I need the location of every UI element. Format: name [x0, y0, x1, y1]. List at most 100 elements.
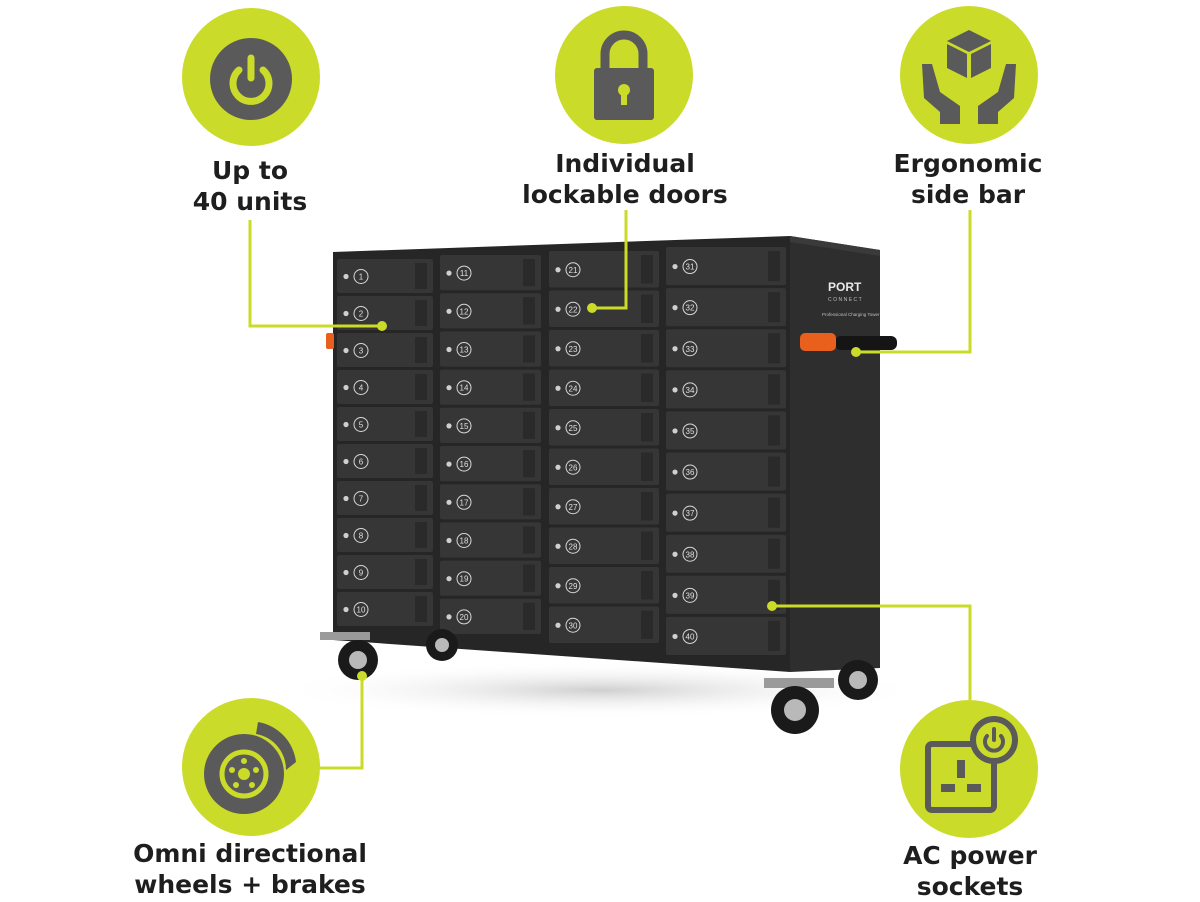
- bay-number-ring: [682, 587, 698, 603]
- brand-tagline: Professional Charging Tower: [822, 312, 880, 317]
- locker-door: [666, 329, 786, 368]
- power-socket-icon: [925, 716, 1018, 813]
- doors-feature-label: Individual lockable doors: [522, 149, 728, 209]
- door-vent: [641, 255, 653, 284]
- locker-door: [440, 560, 541, 596]
- bay-number-ring: [353, 602, 369, 617]
- door-lock-icon: [672, 510, 678, 516]
- bay-number: 31: [686, 263, 695, 272]
- door-vent: [768, 497, 780, 528]
- bay-number-ring: [565, 341, 581, 357]
- locker-door: [440, 522, 541, 558]
- door-lock-icon: [672, 633, 678, 640]
- bay-number: 8: [359, 532, 364, 541]
- bay-number-ring: [565, 420, 581, 436]
- locker-door: [440, 369, 541, 405]
- door-lock-icon: [343, 532, 349, 539]
- door-lock-icon: [343, 495, 349, 502]
- bay-number: 17: [460, 498, 469, 507]
- bay-number: 18: [460, 537, 469, 546]
- bay-number-ring: [456, 609, 472, 625]
- door-vent: [415, 411, 427, 437]
- sidebar-feature-label: Ergonomic side bar: [893, 149, 1043, 209]
- bay-number-ring: [456, 303, 472, 319]
- door-lock-icon: [672, 551, 678, 557]
- bay-number: 32: [686, 304, 695, 313]
- door-lock-icon: [343, 384, 349, 391]
- locker-door: [440, 407, 541, 443]
- bay-number: 16: [460, 460, 469, 469]
- bay-number: 38: [686, 550, 695, 559]
- door-vent: [768, 374, 780, 405]
- door-vent: [768, 620, 780, 651]
- door-lock-icon: [446, 461, 452, 467]
- power-icon: [210, 38, 292, 120]
- door-vent: [415, 300, 427, 326]
- bay-number: 34: [686, 386, 695, 395]
- bay-number-ring: [456, 265, 472, 281]
- locker-door: [440, 331, 541, 367]
- door-lock-icon: [446, 423, 452, 429]
- bay-number-ring: [565, 499, 581, 515]
- power-feature-badge: [900, 700, 1038, 838]
- bay-number: 1: [359, 273, 364, 282]
- locker-door: [666, 247, 786, 286]
- locker-door: [666, 452, 786, 491]
- door-lock-icon: [555, 425, 561, 431]
- bay-number: 27: [569, 503, 578, 512]
- door-vent: [523, 488, 535, 516]
- locker-door: [549, 330, 659, 367]
- locker-door: [666, 493, 786, 532]
- locker-door: [337, 370, 433, 404]
- door-lock-icon: [343, 273, 349, 280]
- locker-door: [549, 488, 659, 525]
- locker-door: [549, 527, 659, 564]
- locker-door: [549, 409, 659, 446]
- door-lock-icon: [343, 606, 349, 613]
- units-feature-label: Up to 40 units: [192, 156, 308, 216]
- wheels-feature-badge: [182, 698, 320, 836]
- power-feature-label: AC power sockets: [903, 841, 1037, 901]
- bay-number: 14: [460, 384, 469, 393]
- locker-door: [440, 293, 541, 329]
- bay-number: 5: [359, 421, 364, 430]
- brand-subtitle: CONNECT: [828, 297, 863, 303]
- locker-door: [549, 448, 659, 485]
- locker-door: [666, 534, 786, 573]
- door-lock-icon: [343, 569, 349, 576]
- locker-door: [666, 288, 786, 327]
- bay-number: 3: [359, 347, 364, 356]
- door-lock-icon: [672, 305, 678, 311]
- bay-number-ring: [682, 546, 698, 562]
- padlock-icon: [594, 30, 654, 120]
- locker-door: [337, 444, 433, 478]
- bay-number-ring: [565, 301, 581, 317]
- units-feature-badge: [182, 8, 320, 146]
- door-lock-icon: [446, 499, 452, 505]
- bay-number: 28: [569, 542, 578, 551]
- door-vent: [641, 413, 653, 442]
- door-vent: [768, 456, 780, 487]
- bay-number-ring: [456, 494, 472, 510]
- door-vent: [641, 571, 653, 600]
- bay-number-ring: [565, 617, 581, 633]
- bay-number-ring: [565, 262, 581, 278]
- bay-number: 7: [359, 495, 364, 504]
- door-lock-icon: [446, 537, 452, 544]
- door-vent: [523, 564, 535, 592]
- door-lock-icon: [555, 543, 561, 549]
- door-vent: [641, 294, 653, 323]
- doors-feature-badge: [555, 6, 693, 144]
- door-lock-icon: [555, 622, 561, 628]
- door-vent: [523, 259, 535, 287]
- door-lock-icon: [343, 421, 349, 428]
- brand-logo: PORT: [828, 280, 862, 294]
- door-lock-icon: [672, 387, 678, 393]
- door-vent: [641, 452, 653, 481]
- bay-number: 29: [569, 582, 578, 591]
- bay-number-ring: [456, 533, 472, 548]
- bay-number-ring: [565, 380, 581, 396]
- door-lock-icon: [555, 504, 561, 510]
- bay-number-ring: [353, 380, 369, 395]
- bay-number: 24: [569, 384, 578, 393]
